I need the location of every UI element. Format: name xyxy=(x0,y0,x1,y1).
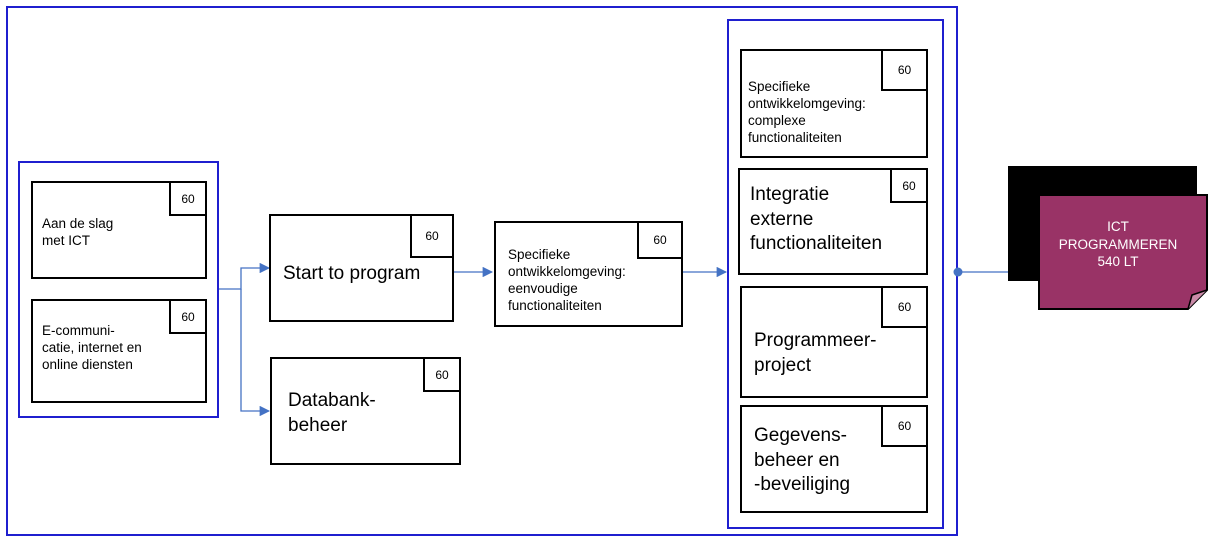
qualification-card: ICT PROGRAMMEREN 540 LT xyxy=(1038,194,1208,310)
credit-badge: 60 xyxy=(410,214,454,258)
module-programmeerproject: Programmeer- project 60 xyxy=(740,286,928,398)
module-specifieke-eenvoudige: Specifieke ontwikkelomgeving: eenvoudige… xyxy=(494,221,683,327)
qualification-label: ICT PROGRAMMEREN 540 LT xyxy=(1058,219,1178,270)
module-label: Specifieke ontwikkelomgeving: complexe f… xyxy=(748,79,866,145)
module-integratie: Integratie externe functionaliteiten 60 xyxy=(738,168,928,275)
module-label: Programmeer- project xyxy=(754,330,877,376)
module-label: Gegevens- beheer en -beveiliging xyxy=(754,425,851,496)
module-label: E-communi- catie, internet en online die… xyxy=(42,323,142,372)
credit-badge: 60 xyxy=(890,168,928,203)
module-label: Specifieke ontwikkelomgeving: eenvoudige… xyxy=(508,247,626,313)
module-label: Integratie externe functionaliteiten xyxy=(750,184,883,255)
module-aan-de-slag: Aan de slag met ICT 60 xyxy=(31,181,207,279)
module-databankbeheer: Databank- beheer 60 xyxy=(270,357,461,465)
credit-badge: 60 xyxy=(637,221,683,259)
credit-badge: 60 xyxy=(881,286,928,328)
advanced-modules-group xyxy=(727,19,944,529)
credit-badge: 60 xyxy=(881,405,928,447)
module-start-to-program: Start to program 60 xyxy=(269,214,454,322)
intro-modules-group xyxy=(18,161,219,418)
module-specifieke-complexe: Specifieke ontwikkelomgeving: complexe f… xyxy=(740,49,928,158)
credit-badge: 60 xyxy=(169,181,207,216)
module-label: Aan de slag met ICT xyxy=(42,216,114,248)
module-gegevensbeheer: Gegevens- beheer en -beveiliging 60 xyxy=(740,405,928,513)
credit-badge: 60 xyxy=(881,49,928,91)
credit-badge: 60 xyxy=(423,357,461,392)
module-label: Start to program xyxy=(283,263,421,284)
credit-badge: 60 xyxy=(169,299,207,334)
module-label: Databank- beheer xyxy=(288,390,376,436)
module-e-communicatie: E-communi- catie, internet en online die… xyxy=(31,299,207,403)
